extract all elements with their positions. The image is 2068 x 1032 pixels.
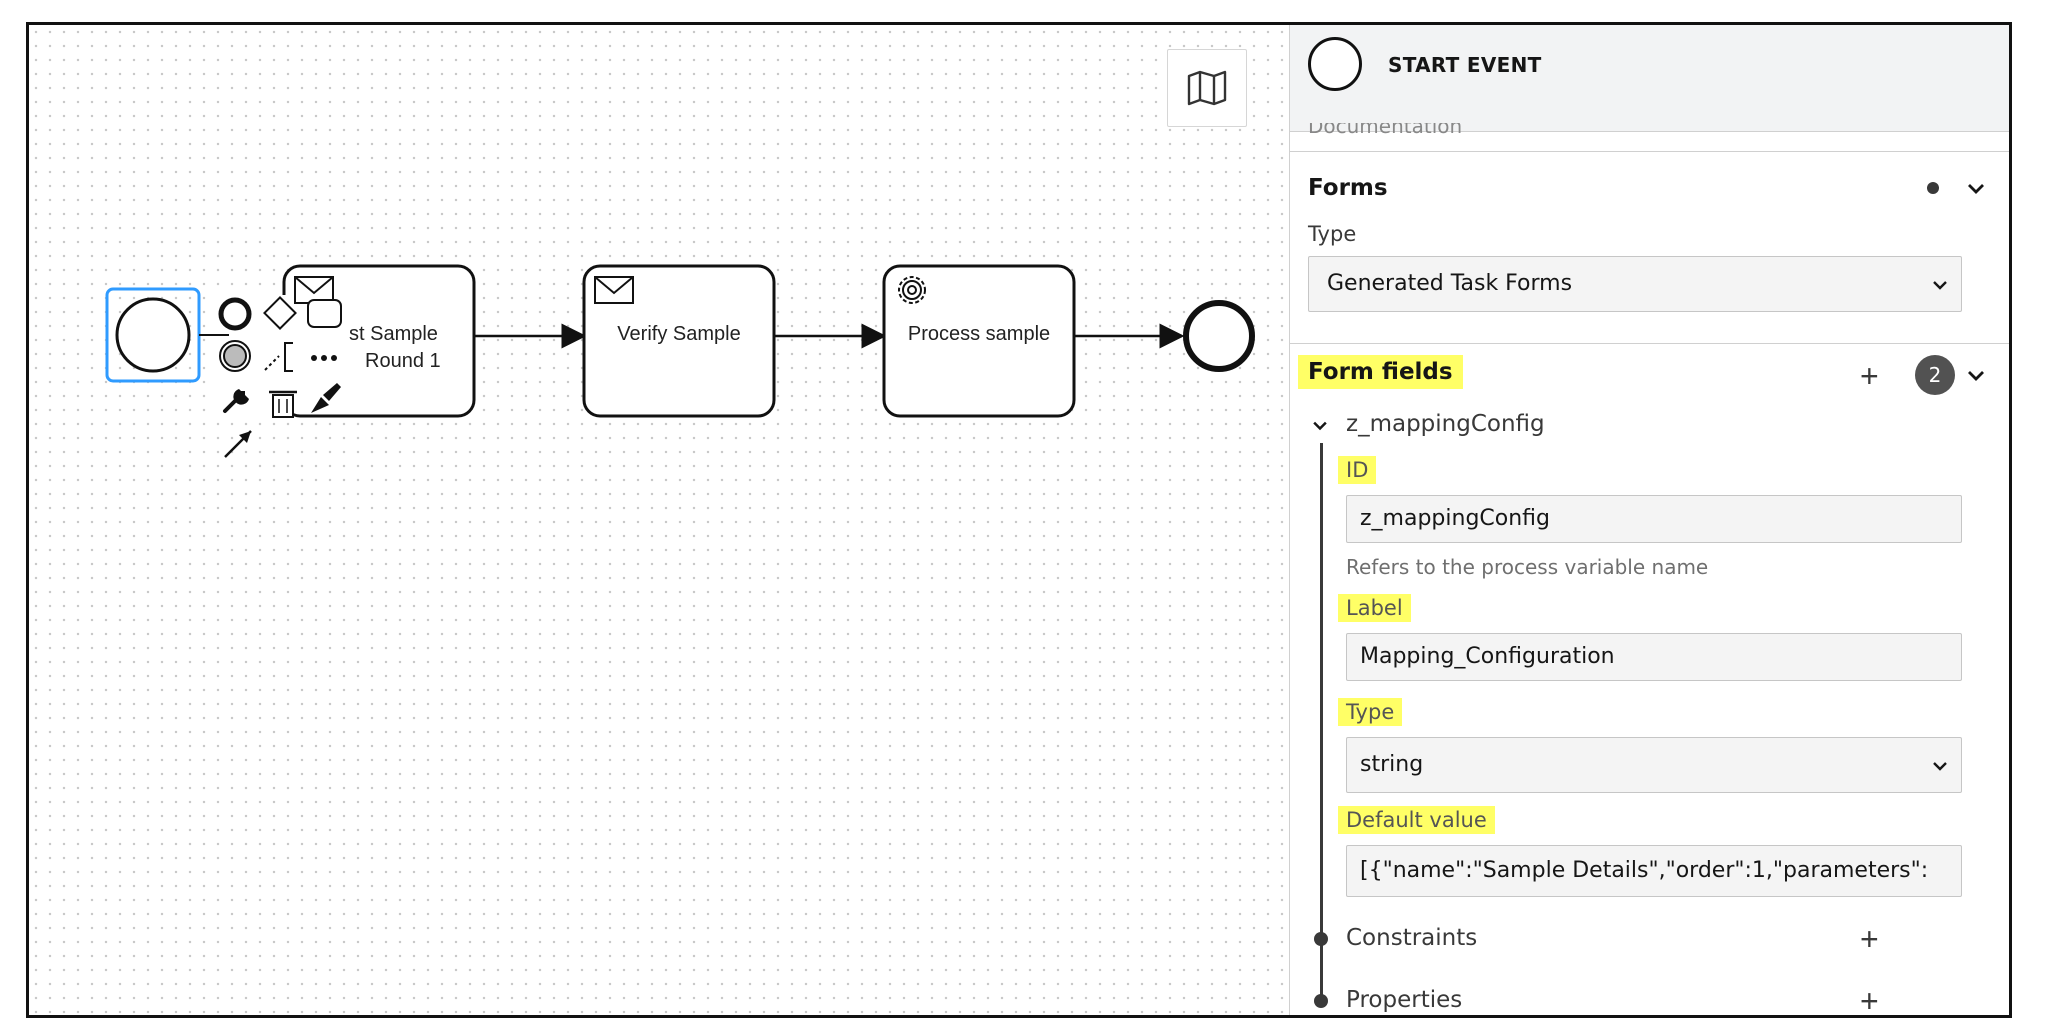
end-event-icon[interactable] <box>218 297 252 331</box>
trash-icon[interactable] <box>269 390 297 418</box>
task-icon[interactable] <box>307 299 342 328</box>
chevron-down-icon <box>1933 281 1947 290</box>
form-fields-count-badge: 2 <box>1915 355 1955 395</box>
diagram-canvas[interactable]: st Sample Round 1 Verify Sample Process … <box>29 25 1289 1015</box>
tree-node-dot <box>1314 932 1328 946</box>
task-process-sample[interactable] <box>882 264 1076 418</box>
panel-header: START EVENT <box>1290 25 2009 132</box>
envelope-icon <box>594 276 634 304</box>
id-help-text: Refers to the process variable name <box>1346 555 1709 579</box>
properties-panel: START EVENT Documentation Forms Type Gen… <box>1289 25 2009 1015</box>
forms-type-label: Type <box>1308 222 1357 246</box>
documentation-section-title[interactable]: Documentation <box>1308 123 1463 135</box>
minimap-toggle-button[interactable] <box>1167 49 1247 127</box>
field-type-label: Type <box>1338 698 1403 726</box>
map-icon <box>1187 70 1227 106</box>
gateway-icon[interactable] <box>263 296 297 330</box>
end-event[interactable] <box>1183 300 1255 372</box>
connect-arrow-icon[interactable] <box>224 430 252 458</box>
chevron-down-icon[interactable] <box>1964 177 1988 201</box>
properties-label[interactable]: Properties <box>1346 987 1463 1013</box>
chevron-down-icon[interactable] <box>1310 416 1330 436</box>
default-value-input[interactable]: [{"name":"Sample Details","order":1,"par… <box>1346 845 1962 897</box>
label-input[interactable]: Mapping_Configuration <box>1346 633 1962 681</box>
form-field-item-name[interactable]: z_mappingConfig <box>1346 411 1545 437</box>
task-label: Process sample <box>907 323 1051 345</box>
gear-icon <box>898 276 926 304</box>
envelope-icon <box>294 276 334 304</box>
more-icon[interactable] <box>311 355 337 361</box>
start-event[interactable] <box>115 297 191 373</box>
tree-line <box>1320 443 1323 1003</box>
forms-data-indicator <box>1927 182 1939 194</box>
task-label: Verify Sample <box>617 323 741 345</box>
tree-node-dot <box>1314 994 1328 1008</box>
app-frame: st Sample Round 1 Verify Sample Process … <box>26 22 2012 1018</box>
panel-title: START EVENT <box>1388 53 1542 77</box>
label-label: Label <box>1338 594 1411 622</box>
add-constraint-icon[interactable]: + <box>1860 921 1879 957</box>
constraints-label[interactable]: Constraints <box>1346 925 1478 951</box>
field-type-select[interactable]: string <box>1346 737 1962 793</box>
id-label: ID <box>1338 456 1377 484</box>
wrench-icon[interactable] <box>223 389 249 413</box>
bpmn-diagram <box>105 264 1255 458</box>
forms-section-title[interactable]: Forms <box>1308 175 1388 201</box>
start-event-icon <box>1308 37 1362 91</box>
forms-type-select[interactable]: Generated Task Forms <box>1308 256 1962 312</box>
task-label: st Sample Round 1 <box>349 323 441 372</box>
intermediate-event-icon[interactable] <box>219 340 251 372</box>
text-annotation-icon[interactable] <box>264 342 293 372</box>
chevron-down-icon <box>1933 762 1947 771</box>
chevron-down-icon[interactable] <box>1964 364 1988 388</box>
add-form-field-icon[interactable]: + <box>1860 358 1879 394</box>
paint-brush-icon[interactable] <box>311 383 341 413</box>
form-fields-section-title[interactable]: Form fields <box>1298 355 1463 389</box>
add-property-icon[interactable]: + <box>1860 983 1879 1015</box>
id-input[interactable]: z_mappingConfig <box>1346 495 1962 543</box>
default-value-label: Default value <box>1338 806 1495 834</box>
